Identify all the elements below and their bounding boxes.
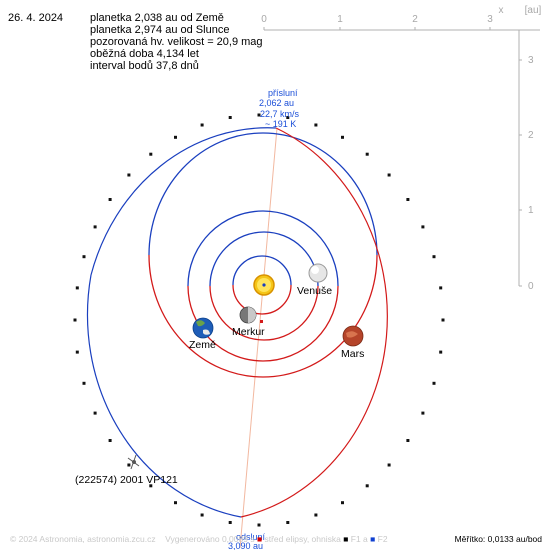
x-axis-label: x: [499, 5, 504, 16]
orbit-point: [257, 113, 261, 117]
x-axis: 0 1 2 3 x [au]: [261, 5, 542, 31]
asteroid-marker: [127, 454, 140, 470]
y-tick-2: 2: [528, 130, 534, 141]
x-tick-2: 2: [412, 14, 418, 25]
date-label: 26. 4. 2024: [8, 12, 64, 24]
perihelion-distance: 2,062 au: [259, 98, 294, 108]
x-tick-1: 1: [337, 14, 343, 25]
perihelion-speed: 22,7 km/s: [260, 109, 300, 119]
orbit-point: [406, 439, 410, 442]
period-text: oběžná doba 4,134 let: [90, 48, 199, 60]
f1-marker-icon: ■: [343, 534, 349, 544]
mars-orbit: [148, 132, 378, 378]
perihelion-title: přísluní: [268, 88, 298, 98]
copyright-text: © 2024 Astronomia, astronomia.zcu.cz: [10, 534, 156, 544]
apsis-line: [239, 127, 278, 549]
generated-text: Vygenerováno 0,0089 s: [165, 534, 255, 544]
orbit-point: [341, 135, 344, 139]
orbit-point: [75, 286, 79, 290]
mars: [342, 325, 364, 347]
mercury: [239, 306, 257, 324]
mercury-label: Merkur: [232, 326, 265, 338]
aphelion-info: odsluní 3,090 au: [228, 532, 266, 550]
venus-orbit: [209, 231, 319, 341]
aphelion-title: odsluní: [236, 532, 266, 542]
orbit-point: [82, 381, 86, 385]
perihelion-info: přísluní 2,062 au 22,7 km/s ~ 191 K: [259, 88, 300, 129]
orbit-point: [108, 439, 112, 442]
orbit-point: [257, 523, 261, 527]
mars-label: Mars: [341, 348, 364, 360]
earth: [192, 317, 214, 339]
orbit-point: [432, 255, 436, 259]
orbit-point-markers: [73, 113, 445, 527]
orbit-point: [387, 173, 391, 177]
orbit-point: [314, 513, 318, 517]
center-marker-icon: ■: [256, 534, 263, 544]
orbit-point: [228, 521, 232, 524]
y-tick-1: 1: [528, 205, 534, 216]
mercury-orbit: [232, 255, 292, 315]
asteroid-label: (222574) 2001 VP121: [75, 474, 178, 486]
orbit-point: [93, 411, 97, 415]
orbit-point: [149, 152, 153, 156]
orbit-point: [341, 501, 344, 505]
orbit-point: [149, 484, 153, 488]
orbit-point: [314, 123, 318, 127]
orbit-point: [73, 318, 77, 322]
orbit-point: [82, 255, 86, 259]
asteroid-info-panel: planetka 2,038 au od Země planetka 2,974…: [90, 12, 263, 72]
y-axis: 3 2 1 0: [518, 30, 534, 292]
orbit-point: [200, 513, 204, 517]
orbit-point: [365, 484, 369, 488]
interval-text: interval bodů 37,8 dnů: [90, 60, 199, 72]
x-tick-0: 0: [261, 14, 267, 25]
ellipse-center-marker: [260, 320, 263, 323]
orbit-point: [441, 318, 445, 322]
orbit-point: [228, 116, 232, 119]
orbit-point: [439, 350, 443, 354]
footer: © 2024 Astronomia, astronomia.zcu.cz Vyg…: [10, 534, 388, 544]
x-tick-3: 3: [487, 14, 493, 25]
scale-label: Měřítko: 0,0133 au/bod: [454, 534, 542, 544]
orbit-point: [286, 521, 290, 524]
orbit-point: [421, 225, 425, 229]
orbit-point: [75, 350, 79, 354]
orbit-point: [174, 501, 177, 505]
f2-legend-text: F2: [377, 534, 388, 544]
orbit-point: [406, 198, 410, 201]
center-legend-text: střed elipsy, ohniska: [264, 534, 341, 544]
aphelion-distance: 3,090 au: [228, 541, 263, 550]
orbit-point: [127, 173, 131, 177]
unit-label: [au]: [525, 5, 542, 16]
magnitude-text: pozorovaná hv. velikost = 20,9 mag: [90, 36, 263, 48]
asteroid-orbit: [73, 113, 445, 527]
orbit-point: [200, 123, 204, 127]
orbit-point: [387, 463, 391, 467]
earth-orbit: [187, 210, 339, 362]
sun: [253, 274, 275, 296]
f1-legend-text: F1 a: [350, 534, 368, 544]
venus-label: Venuše: [297, 285, 332, 297]
orbit-point: [127, 463, 131, 467]
orbit-point: [432, 381, 436, 385]
orbit-point: [365, 152, 369, 156]
venus: [308, 263, 328, 283]
f2-marker-icon: ■: [370, 534, 376, 544]
sun-distance-text: planetka 2,974 au od Slunce: [90, 24, 230, 36]
y-tick-0: 0: [528, 281, 534, 292]
y-tick-3: 3: [528, 55, 534, 66]
orbit-point: [108, 198, 112, 201]
perihelion-temperature: ~ 191 K: [265, 119, 296, 129]
orbit-point: [421, 411, 425, 415]
earth-label: Země: [189, 339, 216, 351]
orbit-point: [286, 116, 290, 119]
orbit-point: [174, 135, 177, 139]
orbit-point: [93, 225, 97, 229]
earth-distance-text: planetka 2,038 au od Země: [90, 12, 224, 24]
orbit-point: [439, 286, 443, 290]
